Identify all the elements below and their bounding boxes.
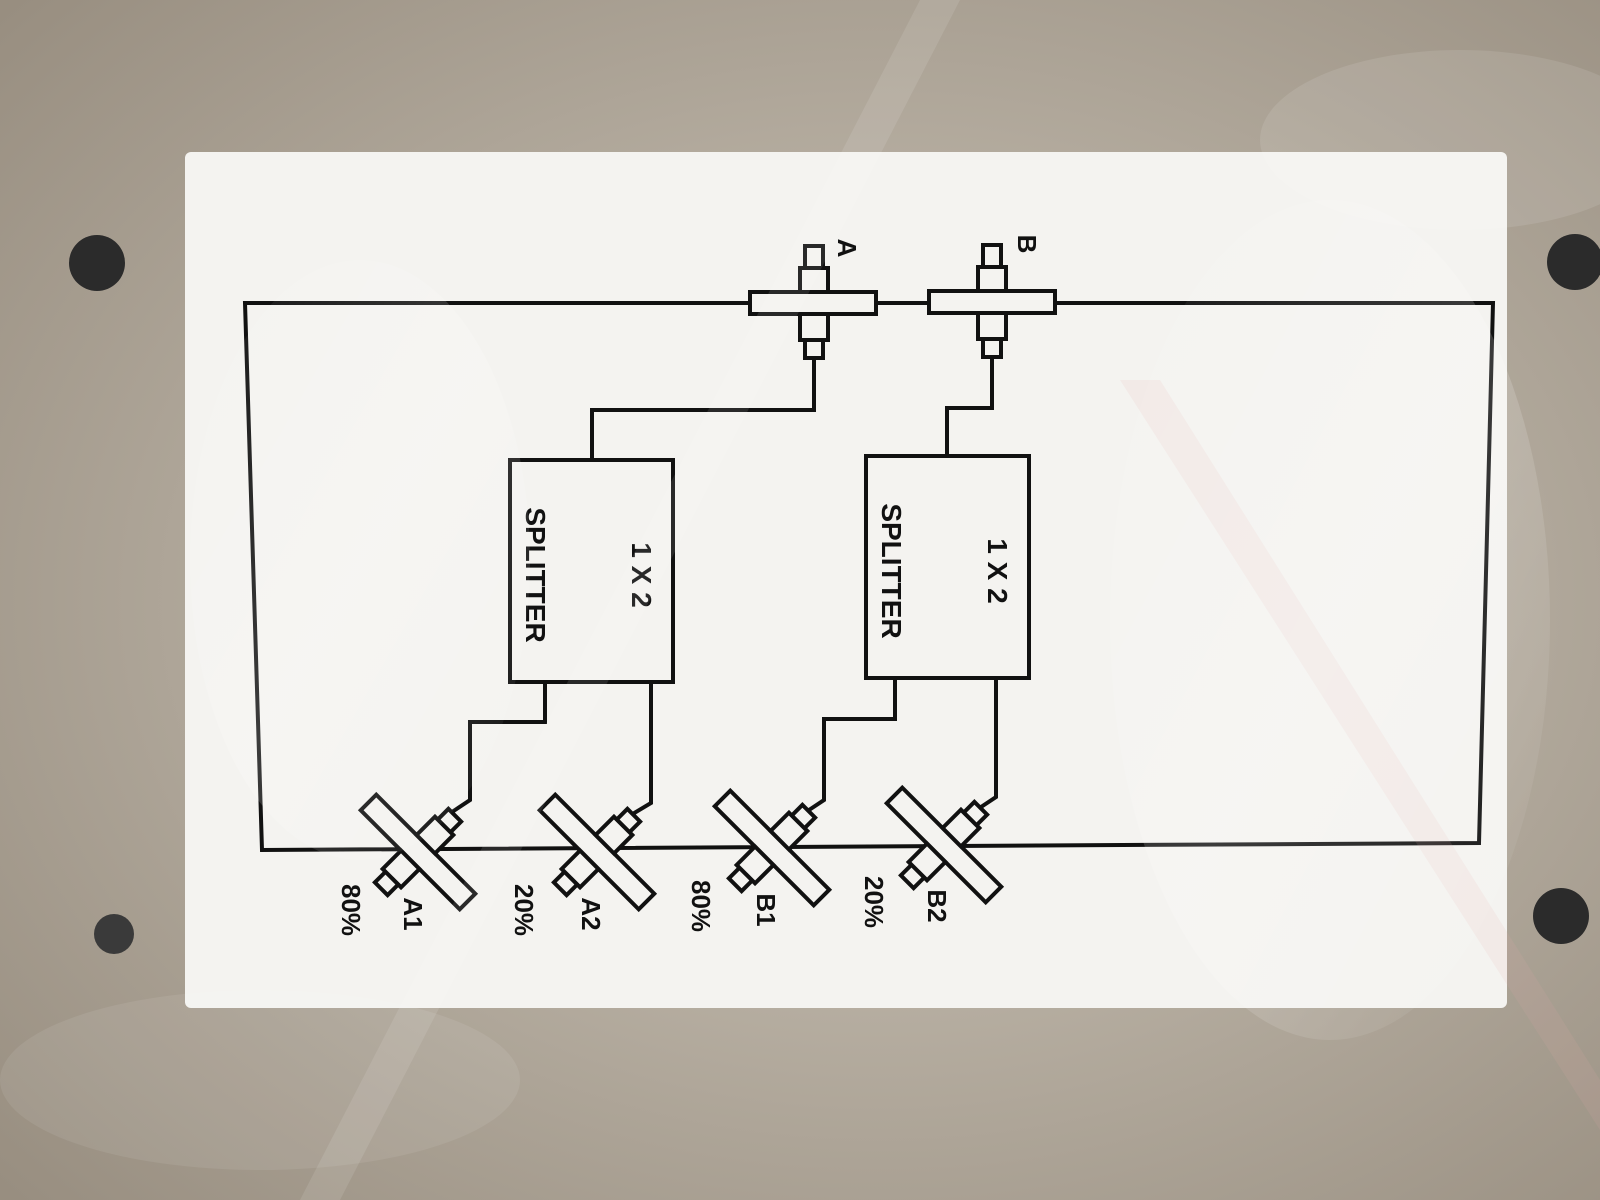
splitter-a-name-label: SPLITTER <box>520 507 551 642</box>
splitter-b-type-label: 1 X 2 <box>982 538 1013 603</box>
fiber-output-a2 <box>629 682 653 817</box>
output-connector-b1 <box>711 787 833 909</box>
output-label-a1: A1 <box>398 897 428 930</box>
fiber-input-a <box>590 358 816 460</box>
screw-hole-icon <box>69 235 125 291</box>
fiber-output-b1 <box>804 678 897 814</box>
output-label-a2: A2 <box>576 897 606 930</box>
splitter-box-a <box>508 458 675 684</box>
splitter-b-name-label: SPLITTER <box>876 503 907 638</box>
output-label-b2: B2 <box>922 889 952 922</box>
output-connector-a2 <box>536 791 658 913</box>
output-ratio-a1: 80% <box>336 884 366 936</box>
splitter-a-type-label: 1 X 2 <box>626 542 657 607</box>
input-label-b: B <box>1012 235 1042 254</box>
fiber-input-b <box>945 357 994 456</box>
output-ratio-b2: 20% <box>859 876 889 928</box>
screw-hole-icon <box>94 914 134 954</box>
splitter-box-b <box>864 454 1031 680</box>
output-ratio-a2: 20% <box>509 884 539 936</box>
fiber-output-b2 <box>976 678 998 811</box>
screw-hole-icon <box>1533 888 1589 944</box>
input-label-a: A <box>832 239 862 258</box>
input-connector-b <box>927 243 1057 359</box>
output-connector-b2 <box>883 784 1005 906</box>
screw-hole-icon <box>1547 234 1600 290</box>
output-label-b1: B1 <box>751 893 781 926</box>
output-ratio-b1: 80% <box>686 880 716 932</box>
input-connector-a <box>748 244 878 360</box>
